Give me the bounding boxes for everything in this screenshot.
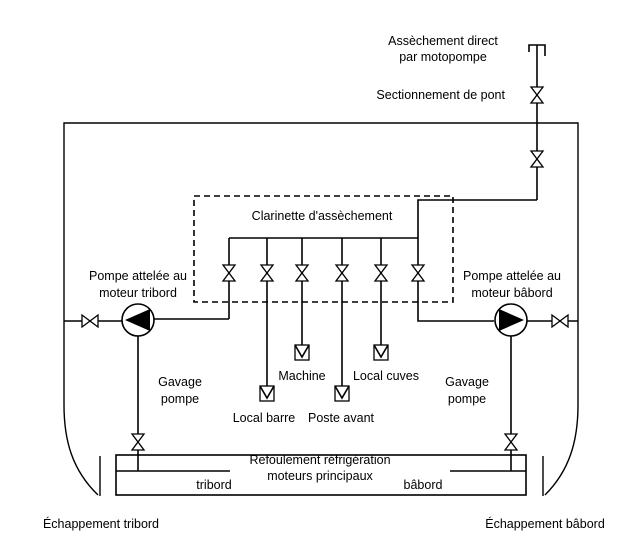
manifold-valve-5[interactable] (374, 264, 388, 282)
starboard-priming-valve[interactable] (131, 433, 145, 451)
motopump-valve[interactable] (530, 150, 544, 168)
label-cooling-return-2: moteurs principaux (267, 469, 373, 483)
label-suction-forward: Poste avant (308, 411, 375, 425)
label-pump-port-1: Pompe attelée au (463, 269, 561, 283)
label-cooling-return-1: Refoulement réfrigération (249, 453, 390, 467)
label-direct-drain-2: par motopompe (399, 50, 487, 64)
manifold-valve-1[interactable] (222, 264, 236, 282)
label-priming-left-2: pompe (161, 392, 199, 406)
manifold-valve-6[interactable] (411, 264, 425, 282)
port-seacock-valve[interactable] (551, 314, 569, 328)
motopump-to-manifold (417, 199, 537, 322)
label-pump-port-2: moteur bâbord (471, 286, 552, 300)
port-priming-valve[interactable] (504, 433, 518, 451)
label-suction-machine: Machine (278, 369, 325, 383)
cooling-discharge-box (115, 454, 527, 496)
deck-isolation-valve[interactable] (530, 86, 544, 104)
starboard-seacock-valve[interactable] (81, 314, 99, 328)
label-priming-right-2: pompe (448, 392, 486, 406)
label-exhaust-port: Échappement bâbord (485, 516, 605, 531)
label-side-port: bâbord (404, 478, 443, 492)
label-pump-starboard-2: moteur tribord (99, 286, 177, 300)
label-priming-right-1: Gavage (445, 375, 489, 389)
label-direct-drain-1: Assèchement direct (388, 34, 498, 48)
label-deck-isolation: Sectionnement de pont (376, 88, 505, 102)
label-priming-left-1: Gavage (158, 375, 202, 389)
label-manifold: Clarinette d'assèchement (252, 209, 393, 223)
hull-outline (63, 122, 579, 496)
manifold-box (193, 195, 454, 303)
manifold-valve-2[interactable] (260, 264, 274, 282)
starboard-pump (121, 303, 155, 337)
strainer-tanks (373, 344, 389, 361)
label-exhaust-starboard: Échappement tribord (43, 516, 159, 531)
label-suction-steering: Local barre (233, 411, 296, 425)
manifold-valve-3[interactable] (295, 264, 309, 282)
label-pump-starboard-1: Pompe attelée au (89, 269, 187, 283)
strainer-steering (259, 385, 275, 402)
label-suction-tanks: Local cuves (353, 369, 419, 383)
port-pump (494, 303, 528, 337)
strainer-machine (294, 344, 310, 361)
manifold-valve-4[interactable] (335, 264, 349, 282)
strainer-forward (334, 385, 350, 402)
label-side-starboard: tribord (196, 478, 231, 492)
